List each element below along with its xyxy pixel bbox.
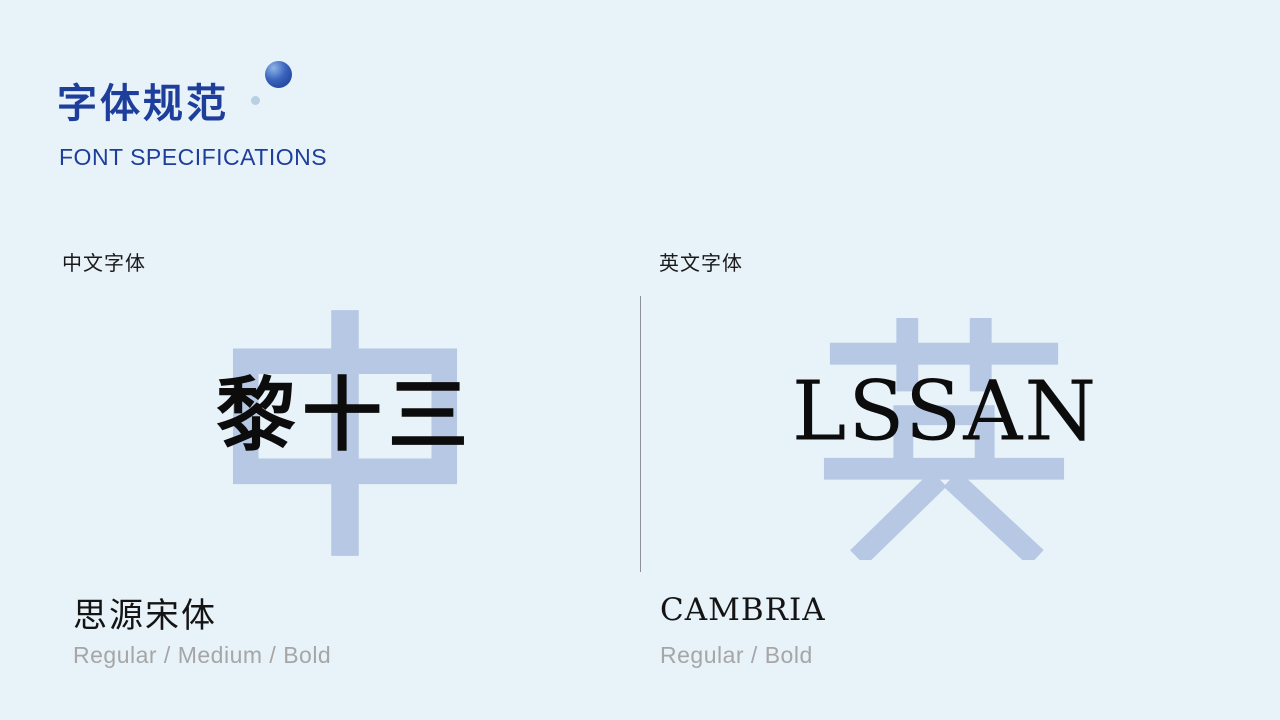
english-font-weights: Regular / Bold [660, 642, 813, 668]
watermark-ying-glyph [823, 317, 1065, 560]
english-font-name: CAMBRIA [660, 592, 826, 628]
watermark-zhong-glyph [232, 310, 458, 556]
section-label-chinese: 中文字体 [62, 253, 146, 275]
chinese-sample-text: 黎十三 [216, 368, 474, 462]
column-divider [640, 296, 641, 572]
small-dot-icon [251, 96, 260, 105]
page-title: 字体规范 [57, 80, 229, 127]
section-label-english: 英文字体 [659, 253, 743, 275]
english-sample-text: LSSAN [791, 364, 1099, 460]
page-subtitle: FONT SPECIFICATIONS [59, 144, 328, 170]
sphere-dot-icon [265, 61, 292, 88]
chinese-font-weights: Regular / Medium / Bold [73, 642, 332, 668]
chinese-font-name: 思源宋体 [73, 596, 217, 636]
